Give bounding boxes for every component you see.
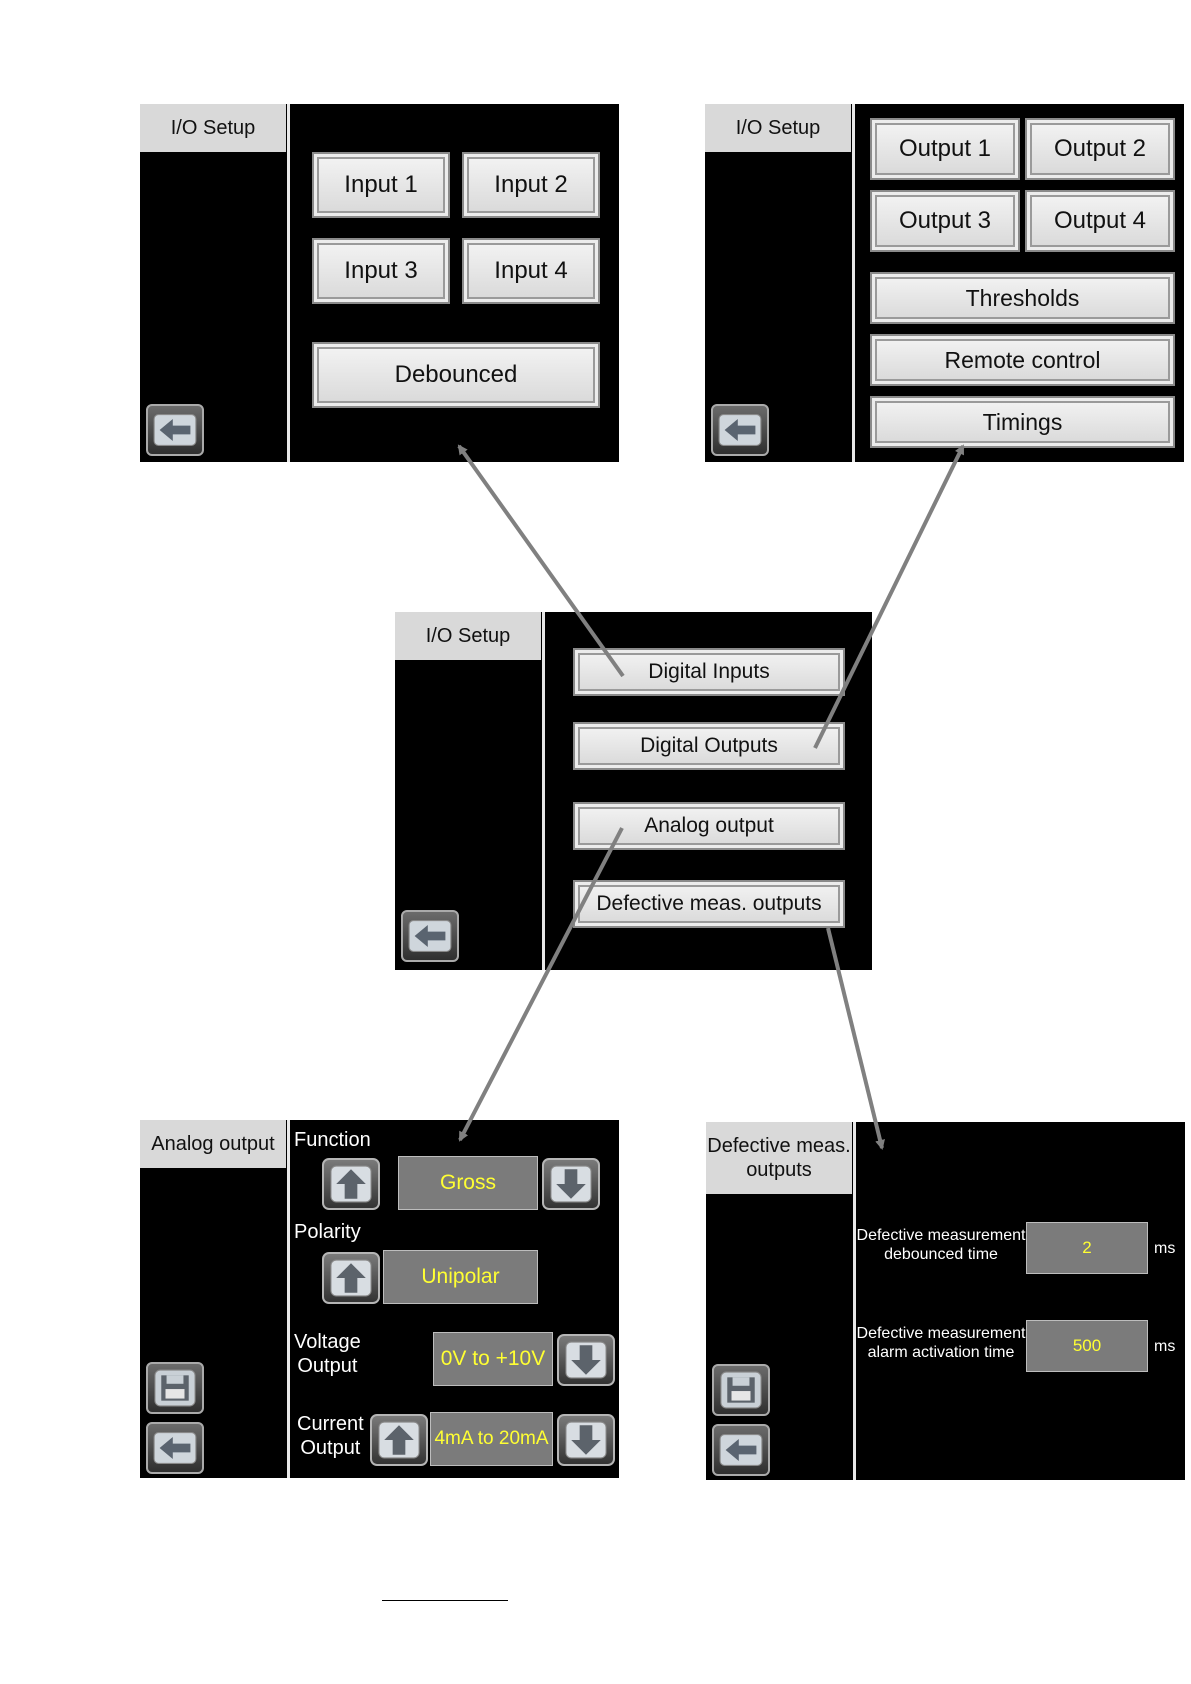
divider: [852, 104, 855, 462]
remote-control-button[interactable]: Remote control: [870, 334, 1175, 386]
thresholds-button[interactable]: Thresholds: [870, 272, 1175, 324]
save-button[interactable]: [146, 1362, 204, 1414]
back-button[interactable]: [401, 910, 459, 962]
voltage-label-line-2: Output: [297, 1355, 358, 1377]
digital-inputs-button[interactable]: Digital Inputs: [573, 648, 845, 696]
voltage-label-line-1: Voltage: [294, 1331, 361, 1353]
divider: [542, 612, 545, 970]
divider: [853, 1122, 856, 1480]
back-arrow-icon: [719, 1433, 763, 1467]
down-arrow-icon: [564, 1421, 608, 1459]
voltage-value: 0V to +10V: [433, 1332, 553, 1386]
current-label-line-1: Current: [297, 1413, 364, 1435]
screen-title: I/O Setup: [140, 104, 286, 152]
back-button[interactable]: [711, 404, 769, 456]
divider: [287, 1120, 290, 1478]
back-arrow-icon: [718, 413, 762, 447]
defective-meas-outputs-screen: Defective meas. outputs Defective measur…: [706, 1122, 1185, 1480]
current-value: 4mA to 20mA: [430, 1412, 553, 1466]
current-up-button[interactable]: [370, 1414, 428, 1466]
alarm-label-line-1: Defective measurement: [856, 1325, 1026, 1342]
footer-line: [382, 1600, 508, 1601]
input-3-button[interactable]: Input 3: [312, 238, 450, 304]
title-line-2: outputs: [746, 1159, 812, 1181]
digital-outputs-button[interactable]: Digital Outputs: [573, 722, 845, 770]
output-1-button[interactable]: Output 1: [870, 118, 1020, 180]
debounce-label-line-1: Defective measurement: [856, 1227, 1026, 1244]
save-icon: [153, 1369, 197, 1407]
digital-inputs-screen: I/O Setup Input 1 Input 2 Input 3 Input …: [140, 104, 619, 462]
back-button[interactable]: [712, 1424, 770, 1476]
debounce-time-value[interactable]: 2: [1026, 1222, 1148, 1274]
screen-title: Defective meas. outputs: [706, 1122, 852, 1194]
analog-output-button[interactable]: Analog output: [573, 802, 845, 850]
input-2-button[interactable]: Input 2: [462, 152, 600, 218]
screen-title: I/O Setup: [705, 104, 851, 152]
voltage-down-button[interactable]: [557, 1334, 615, 1386]
alarm-time-label: Defective measurement alarm activation t…: [856, 1324, 1026, 1362]
current-down-button[interactable]: [557, 1414, 615, 1466]
function-value: Gross: [398, 1156, 538, 1210]
back-button[interactable]: [146, 404, 204, 456]
timings-button[interactable]: Timings: [870, 396, 1175, 448]
up-arrow-icon: [329, 1259, 373, 1297]
screen-title: Analog output: [140, 1120, 286, 1168]
title-line-1: Defective meas.: [707, 1135, 851, 1157]
output-4-button[interactable]: Output 4: [1025, 190, 1175, 252]
debounce-unit: ms: [1154, 1240, 1176, 1257]
voltage-output-label: Voltage Output: [294, 1330, 361, 1378]
input-1-button[interactable]: Input 1: [312, 152, 450, 218]
save-icon: [719, 1371, 763, 1409]
output-3-button[interactable]: Output 3: [870, 190, 1020, 252]
alarm-time-value[interactable]: 500: [1026, 1320, 1148, 1372]
function-up-button[interactable]: [322, 1158, 380, 1210]
function-down-button[interactable]: [542, 1158, 600, 1210]
screen-title: I/O Setup: [395, 612, 541, 660]
back-arrow-icon: [153, 413, 197, 447]
divider: [287, 104, 290, 462]
debounce-label-line-2: debounced time: [884, 1246, 998, 1264]
save-button[interactable]: [712, 1364, 770, 1416]
digital-outputs-screen: I/O Setup Output 1 Output 2 Output 3 Out…: [705, 104, 1184, 462]
defective-meas-outputs-button[interactable]: Defective meas. outputs: [573, 880, 845, 928]
down-arrow-icon: [549, 1165, 593, 1203]
up-arrow-icon: [377, 1421, 421, 1459]
current-output-label: Current Output: [297, 1412, 364, 1460]
back-arrow-icon: [153, 1431, 197, 1465]
polarity-up-button[interactable]: [322, 1252, 380, 1304]
input-4-button[interactable]: Input 4: [462, 238, 600, 304]
alarm-unit: ms: [1154, 1338, 1176, 1355]
analog-output-screen: Analog output Function Gross Polarity Un…: [140, 1120, 619, 1478]
polarity-value: Unipolar: [383, 1250, 538, 1304]
io-setup-screen: I/O Setup Digital Inputs Digital Outputs…: [395, 612, 872, 970]
polarity-label: Polarity: [294, 1221, 361, 1243]
down-arrow-icon: [564, 1341, 608, 1379]
current-label-line-2: Output: [300, 1437, 361, 1459]
debounce-time-label: Defective measurement debounced time: [856, 1226, 1026, 1264]
up-arrow-icon: [329, 1165, 373, 1203]
back-button[interactable]: [146, 1422, 204, 1474]
back-arrow-icon: [408, 919, 452, 953]
alarm-label-line-2: alarm activation time: [867, 1344, 1015, 1362]
function-label: Function: [294, 1129, 371, 1151]
output-2-button[interactable]: Output 2: [1025, 118, 1175, 180]
debounced-button[interactable]: Debounced: [312, 342, 600, 408]
